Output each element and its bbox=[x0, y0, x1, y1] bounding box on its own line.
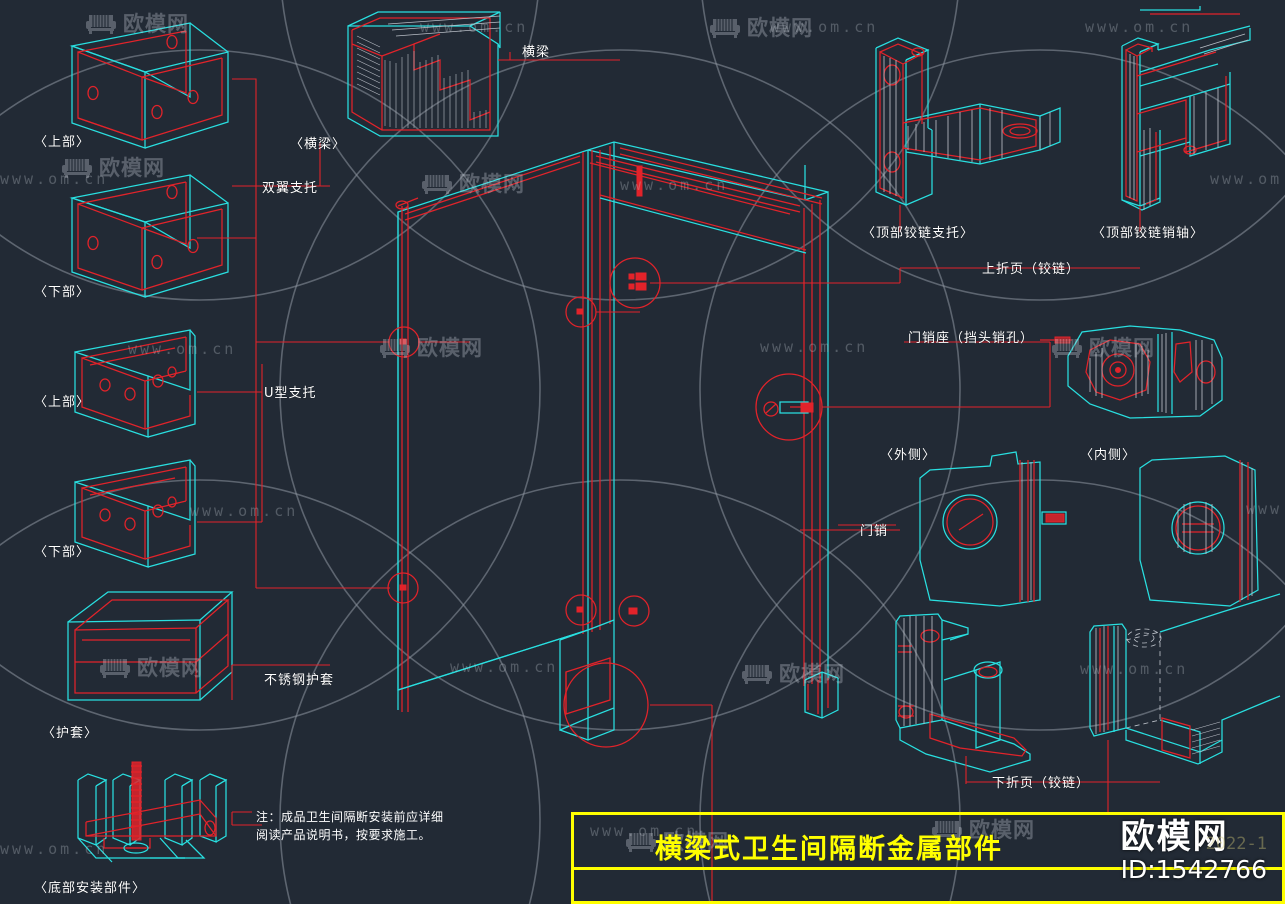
sofa-logo-icon bbox=[84, 12, 118, 34]
label-bracket-lower-2: 〈下部〉 bbox=[34, 545, 91, 560]
part-bottom-mount bbox=[77, 761, 228, 863]
part-stainless-sheath bbox=[67, 591, 234, 701]
label-top-hinge-pin: 〈顶部铰链销轴〉 bbox=[1092, 226, 1205, 241]
watermark-url: www.om.cn bbox=[1080, 660, 1189, 678]
watermark-logo: 欧模网 bbox=[930, 814, 1035, 844]
watermark-url: www.om.cn bbox=[1085, 18, 1194, 36]
brand-overlay: 2022-1 欧模网 ID:1542766 bbox=[1121, 820, 1267, 882]
brand-id-text: ID:1542766 bbox=[1120, 855, 1267, 884]
part-lower-hinge-right bbox=[1089, 593, 1281, 765]
watermark-url: www.om.cn bbox=[128, 340, 237, 358]
watermark-brand-name: 欧模网 bbox=[969, 818, 1035, 842]
sofa-logo-icon bbox=[930, 818, 964, 840]
brand-name-text: 欧模网 bbox=[1120, 817, 1229, 857]
watermark-brand-name: 欧模网 bbox=[99, 156, 165, 180]
watermark-brand-name: 欧模网 bbox=[1089, 336, 1155, 360]
part-double-wing-support-lower bbox=[69, 174, 229, 298]
watermark-logo: 欧模网 bbox=[60, 152, 165, 182]
label-stainless-sheath: 不锈钢护套 bbox=[264, 673, 335, 688]
part-top-hinge-bracket bbox=[875, 37, 1061, 206]
watermark-brand-name: 欧模网 bbox=[779, 662, 845, 686]
sofa-logo-icon bbox=[624, 830, 658, 852]
label-outer-side: 〈外侧〉 bbox=[880, 448, 937, 463]
label-double-wing-support: 双翼支托 bbox=[262, 181, 319, 196]
label-door-bolt: 门销 bbox=[860, 524, 889, 539]
watermark-url: www.om.cn bbox=[760, 338, 869, 356]
title-block-frame bbox=[571, 812, 1285, 904]
label-door-bolt-seat: 门销座（挡头销孔） bbox=[908, 331, 1035, 346]
watermark-url: www.om.cn bbox=[0, 170, 109, 188]
watermark-url: www.om.cn bbox=[590, 822, 699, 840]
label-bottom-mount-parts: 〈底部安装部件〉 bbox=[34, 881, 147, 896]
watermark-brand-name: 欧模网 bbox=[123, 12, 189, 36]
watermark-logo: 欧模网 bbox=[708, 12, 813, 42]
watermark-logo: 欧模网 bbox=[84, 8, 189, 38]
part-outer-side-panel bbox=[919, 451, 1067, 607]
watermark-url: www.om.cn bbox=[190, 502, 299, 520]
watermark-url: www.om.cn bbox=[620, 176, 729, 194]
leader-lines-layer bbox=[197, 52, 1160, 828]
label-top-hinge-bracket: 〈顶部铰链支托〉 bbox=[862, 226, 975, 241]
part-lower-hinge-left bbox=[895, 613, 1031, 773]
part-u-support-upper bbox=[74, 329, 196, 438]
drawing-title: 横梁式卫生间隔断金属部件 bbox=[655, 834, 1003, 865]
installation-note: 注：成品卫生间隔断安装前应详细 阅读产品说明书，按要求施工。 bbox=[256, 810, 444, 842]
label-bracket-upper-1: 〈上部〉 bbox=[34, 135, 91, 150]
watermark-url: www.om.cn bbox=[1210, 170, 1285, 188]
watermark-logo: 欧模网 bbox=[420, 168, 525, 198]
watermark-url: www.om.cn bbox=[770, 18, 879, 36]
sofa-logo-icon bbox=[740, 662, 774, 684]
label-upper-leaf-hinge: 上折页（铰链） bbox=[982, 262, 1081, 277]
label-inner-side: 〈内侧〉 bbox=[1080, 448, 1137, 463]
sofa-logo-icon bbox=[98, 656, 132, 678]
watermark-url: www.om.cn bbox=[0, 840, 109, 858]
label-bracket-lower-1: 〈下部〉 bbox=[34, 285, 91, 300]
part-top-hinge-pin bbox=[1121, 25, 1251, 211]
watermark-logo: 欧模网 bbox=[98, 652, 203, 682]
watermark-brand-name: 欧模网 bbox=[747, 16, 813, 40]
part-door-bolt-seat bbox=[1040, 325, 1223, 419]
sofa-logo-icon bbox=[1050, 336, 1084, 358]
title-block-divider bbox=[571, 867, 1285, 870]
sofa-logo-icon bbox=[708, 16, 742, 38]
brand-faint-code: 2022-1 bbox=[1205, 834, 1267, 854]
sofa-logo-icon bbox=[378, 336, 412, 358]
sofa-logo-icon bbox=[60, 156, 94, 178]
label-u-support: U型支托 bbox=[264, 386, 317, 401]
watermark-url: www.om.cn bbox=[1246, 500, 1285, 518]
sofa-logo-icon bbox=[420, 172, 454, 194]
watermark-brand-name: 欧模网 bbox=[459, 172, 525, 196]
part-double-wing-support-upper bbox=[69, 22, 229, 149]
watermark-logo: 欧模网 bbox=[740, 658, 845, 688]
part-main-partition-assembly bbox=[387, 141, 839, 748]
part-top-right-corner-detail bbox=[1140, 6, 1240, 15]
watermark-brand-name: 欧模网 bbox=[417, 336, 483, 360]
watermark-logo: 欧模网 bbox=[378, 332, 483, 362]
watermark-brand-name: 欧模网 bbox=[663, 830, 729, 854]
watermark-url: www.om.cn bbox=[420, 18, 529, 36]
part-inner-side-panel bbox=[1139, 455, 1259, 607]
label-beam-detail: 〈横梁〉 bbox=[290, 137, 347, 152]
watermark-logo: 欧模网 bbox=[624, 826, 729, 856]
part-u-support-lower bbox=[74, 459, 196, 568]
label-beam: 横梁 bbox=[522, 45, 551, 60]
watermark-logo: 欧模网 bbox=[1050, 332, 1155, 362]
watermark-brand-name: 欧模网 bbox=[137, 656, 203, 680]
label-lower-leaf-hinge: 下折页（铰链） bbox=[992, 776, 1091, 791]
label-bracket-upper-2: 〈上部〉 bbox=[34, 395, 91, 410]
part-beam-section bbox=[347, 11, 501, 137]
label-sleeve: 〈护套〉 bbox=[42, 726, 99, 741]
title-block-guides bbox=[711, 784, 1109, 904]
watermark-url: www.om.cn bbox=[450, 658, 559, 676]
